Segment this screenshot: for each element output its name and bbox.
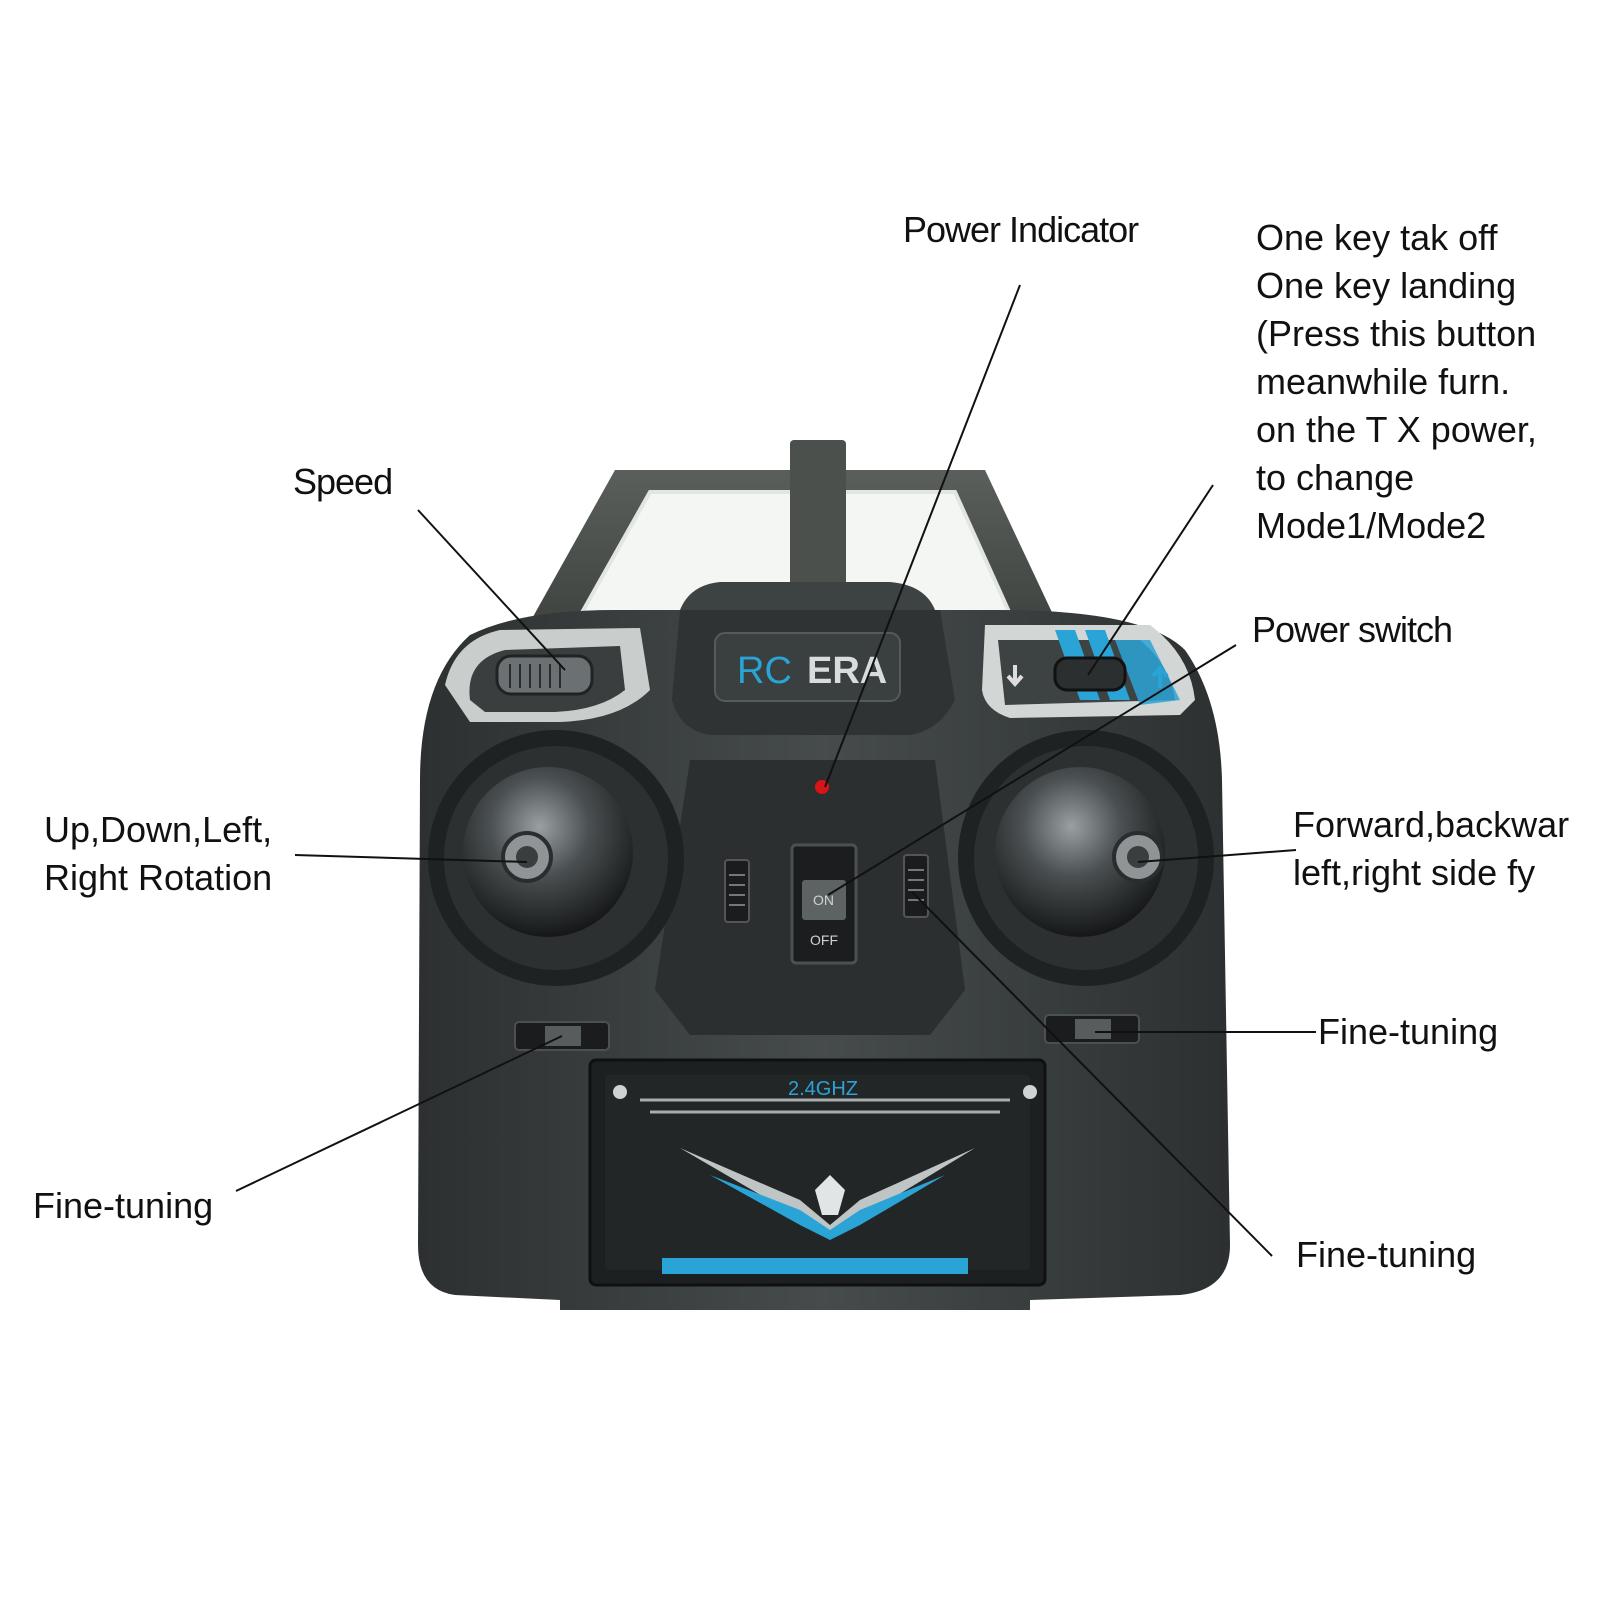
- one-key-label: One key tak off One key landing (Press t…: [1256, 214, 1537, 550]
- one-key-line-5: on the T X power,: [1256, 409, 1537, 450]
- right-horizontal-trim[interactable]: [1044, 1014, 1140, 1044]
- landing-arrow-icon: [1006, 665, 1024, 688]
- left-trim-leader: [235, 1035, 563, 1192]
- left-stick-line-2: Right Rotation: [44, 857, 273, 898]
- right-vertical-trim[interactable]: [903, 854, 929, 918]
- speed-button[interactable]: [495, 654, 594, 696]
- one-key-line-2: One key landing: [1256, 265, 1517, 306]
- one-key-line-7: Mode1/Mode2: [1256, 505, 1487, 546]
- brand-rc-text: RC: [737, 650, 792, 692]
- brand-era-text: ERA: [807, 650, 887, 692]
- frequency-text: 2.4GHZ: [788, 1078, 858, 1100]
- speed-leader: [417, 509, 566, 671]
- right-stick-line-2: left,right side fy: [1293, 852, 1536, 893]
- left-stick-line-1: Up,Down,Left,: [44, 809, 273, 850]
- right-stick-leader: [1137, 849, 1297, 863]
- speed-label: Speed: [293, 461, 393, 502]
- right-joystick[interactable]: [958, 730, 1214, 986]
- switch-on-text: ON: [813, 892, 834, 908]
- speed-button-texture: [509, 664, 561, 688]
- power-switch-label: Power switch: [1252, 609, 1453, 650]
- left-stick-label: Up,Down,Left, Right Rotation: [44, 806, 272, 902]
- one-key-line-3: (Press this button: [1256, 313, 1537, 354]
- one-key-line-4: meanwhile furn.: [1256, 361, 1511, 402]
- power-indicator-leader: [824, 284, 1021, 788]
- one-key-leader: [1087, 484, 1214, 676]
- switch-off-text: OFF: [810, 932, 838, 948]
- one-key-line-1: One key tak off: [1256, 217, 1498, 258]
- left-vertical-trim[interactable]: [724, 859, 750, 923]
- antenna: [790, 440, 846, 620]
- takeoff-arrow-icon: [1151, 664, 1169, 688]
- power-indicator-label: Power Indicator: [903, 209, 1139, 250]
- one-key-button[interactable]: [1053, 656, 1127, 692]
- left-joystick[interactable]: [428, 730, 684, 986]
- fine-tuning-right-label: Fine-tuning: [1318, 1011, 1499, 1052]
- fine-tuning-bottom-label: Fine-tuning: [1296, 1234, 1477, 1275]
- one-key-line-6: to change: [1256, 457, 1415, 498]
- eagle-emblem: [613, 1085, 1037, 1274]
- power-switch-leader: [827, 644, 1237, 896]
- right-stick-label: Forward,backwar left,right side fy: [1293, 801, 1569, 897]
- right-stick-line-1: Forward,backwar: [1293, 804, 1570, 845]
- fine-tuning-left-label: Fine-tuning: [33, 1185, 214, 1226]
- callout-lines: [235, 284, 1316, 1257]
- power-switch[interactable]: ON OFF: [790, 843, 858, 965]
- vertical-trim-leader: [911, 891, 1273, 1257]
- left-stick-leader: [294, 854, 528, 863]
